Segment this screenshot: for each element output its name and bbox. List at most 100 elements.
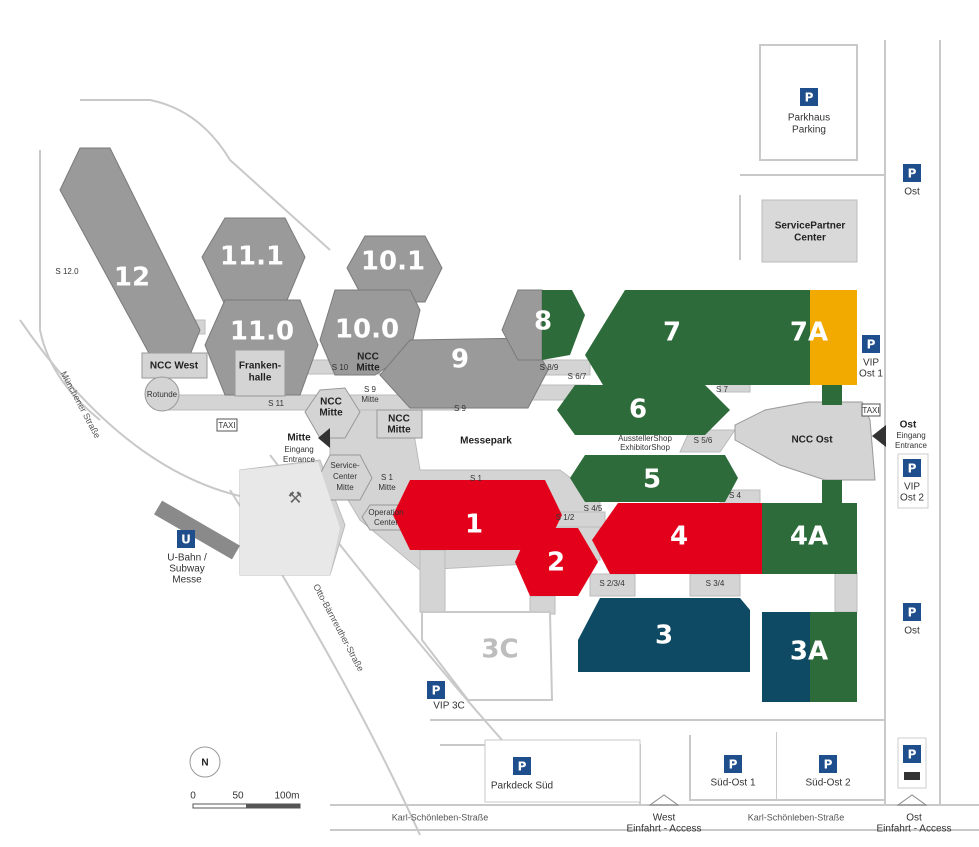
taxi-label-mitte: TAXI xyxy=(218,421,235,430)
hall-3[interactable] xyxy=(578,598,750,672)
parking-icon: P xyxy=(824,758,833,772)
parking-icon: P xyxy=(908,167,917,181)
street-karl-schoenleben-east: Karl-Schönleben-Straße xyxy=(748,812,845,822)
hall-7-label: 7 xyxy=(663,318,681,348)
frankenhalle-label: Franken- xyxy=(239,361,281,372)
ost-access-arrow xyxy=(896,794,928,806)
parking-vip-3c[interactable]: P VIP 3C xyxy=(427,681,465,712)
hall-11-1-label: 11.1 xyxy=(220,242,284,272)
parking-vip-ost-2-label: VIP xyxy=(904,482,920,493)
hall-10-0-label: 10.0 xyxy=(335,315,399,345)
parking-icon: P xyxy=(432,684,441,698)
hall-4-label: 4 xyxy=(670,522,688,552)
frankenhalle-label-2: halle xyxy=(249,373,272,384)
ncc-mitte-block[interactable] xyxy=(376,409,423,439)
compass-icon xyxy=(189,746,221,778)
parking-icon: P xyxy=(908,748,917,762)
parking-vip-ost-2[interactable]: P VIP Ost 2 xyxy=(897,453,929,509)
operation-center-label: Operation xyxy=(368,508,403,517)
hall-5[interactable] xyxy=(570,455,738,502)
entrance-mitte-title: Mitte xyxy=(287,433,311,444)
hall-4a-label: 4A xyxy=(790,522,828,552)
parking-icon: P xyxy=(729,758,738,772)
passage-s1: S 1 xyxy=(470,474,483,483)
parking-bus[interactable]: P xyxy=(897,737,927,789)
hall-12[interactable] xyxy=(59,147,201,356)
hall-7a-green[interactable] xyxy=(762,290,810,385)
ubahn-icon[interactable] xyxy=(177,530,195,548)
passage-s12: S 12.0 xyxy=(55,267,79,276)
hall-8-label: 8 xyxy=(534,307,552,337)
parking-parkdeck-sued[interactable]: P Parkdeck Süd xyxy=(491,757,553,792)
taxi-label-ost: TAXI xyxy=(862,406,879,415)
green-connector-top xyxy=(822,385,842,405)
service-center-label-3: Mitte xyxy=(336,483,354,492)
parkhaus-label-2: Parking xyxy=(792,125,826,136)
parking-vip-3c-label: VIP 3C xyxy=(433,701,465,712)
hall-8-gray[interactable] xyxy=(501,289,543,361)
passage-s1-mitte-2: Mitte xyxy=(378,483,396,492)
hall-6-label: 6 xyxy=(629,395,647,425)
hall-11-0[interactable] xyxy=(204,299,319,396)
ncc-mitte-pod[interactable] xyxy=(304,387,361,439)
passage-s12b: S 1/2 xyxy=(556,513,575,522)
exhibitor-shop-label: AusstellerShop xyxy=(618,434,672,443)
hall-3a-green[interactable] xyxy=(810,612,857,702)
hall-10-1[interactable] xyxy=(346,235,443,303)
hall-2-label: 2 xyxy=(547,548,565,578)
entrance-ost-title: Ost xyxy=(900,420,917,431)
hall-8-green[interactable] xyxy=(542,290,585,360)
passage-s7: S 7 xyxy=(716,385,729,394)
parking-ost-top-label: Ost xyxy=(904,187,920,198)
passage-s11: S 11 xyxy=(268,399,284,408)
hall-1[interactable] xyxy=(393,480,562,550)
scale-100: 100m xyxy=(274,791,299,802)
subway-station xyxy=(154,500,240,560)
parking-sued-ost-2[interactable]: P Süd-Ost 2 xyxy=(805,755,851,789)
hall-6[interactable] xyxy=(557,385,730,435)
hall-10-1-label: 10.1 xyxy=(361,247,425,277)
parking-sued-ost-1[interactable]: P Süd-Ost 1 xyxy=(710,755,756,789)
ubahn-label-3: Messe xyxy=(172,575,202,586)
hall-2[interactable] xyxy=(515,528,598,596)
passage-s45: S 4/5 xyxy=(584,504,603,513)
parkdeck-sued-area xyxy=(484,739,641,803)
messepark-label: Messepark xyxy=(460,436,512,447)
hall-7a-label: 7A xyxy=(790,318,828,348)
hall-9-label: 9 xyxy=(451,345,469,375)
ncc-mitte-label-b: NCC xyxy=(320,397,342,408)
passage-s234: S 2/3/4 xyxy=(599,579,625,588)
parkhaus-label: Parkhaus xyxy=(788,113,830,124)
hall-7[interactable] xyxy=(585,290,762,385)
exhibitor-shop-label-2: ExhibitorShop xyxy=(620,443,670,452)
parking-icon: P xyxy=(867,338,876,352)
passage-s89: S 8/9 xyxy=(540,363,559,372)
ncc-ost-label: NCC Ost xyxy=(791,435,833,446)
hall-7a-orange[interactable] xyxy=(810,290,857,385)
scale-50: 50 xyxy=(232,791,244,802)
hall-3c[interactable] xyxy=(421,611,554,701)
parking-vip-ost-2-label-2: Ost 2 xyxy=(900,493,924,504)
hall-4a[interactable] xyxy=(762,503,857,574)
ncc-west[interactable] xyxy=(141,352,208,379)
hall-3a-navy[interactable] xyxy=(762,612,810,702)
parking-vip-ost-1-label-2: Ost 1 xyxy=(859,369,883,380)
servicepartner-center xyxy=(761,199,858,263)
hall-12-label: 12 xyxy=(114,263,150,293)
parking-vip-ost-1[interactable]: P VIP Ost 1 xyxy=(859,335,883,380)
parking-ost-top[interactable]: P Ost xyxy=(903,164,921,198)
ubahn-letter: U xyxy=(181,533,191,547)
divider xyxy=(776,732,777,800)
street-otto-baernreuther: Otto-Bärnreuther-Straße xyxy=(311,582,366,673)
passage-s9-mitte: S 9 xyxy=(364,385,377,394)
rotunde[interactable] xyxy=(144,376,180,412)
frankenhalle[interactable] xyxy=(234,349,286,397)
parking-ost-mid[interactable]: P Ost xyxy=(903,603,921,637)
street-karl-schoenleben-west: Karl-Schönleben-Straße xyxy=(392,812,489,822)
parking-parkhaus[interactable]: P xyxy=(800,88,818,106)
access-west-2: Einfahrt - Access xyxy=(626,824,701,835)
hall-4[interactable] xyxy=(592,503,762,574)
street-muenchener: Münchener Straße xyxy=(59,369,103,440)
scale-0: 0 xyxy=(190,791,196,802)
green-connector-bottom xyxy=(822,480,842,504)
